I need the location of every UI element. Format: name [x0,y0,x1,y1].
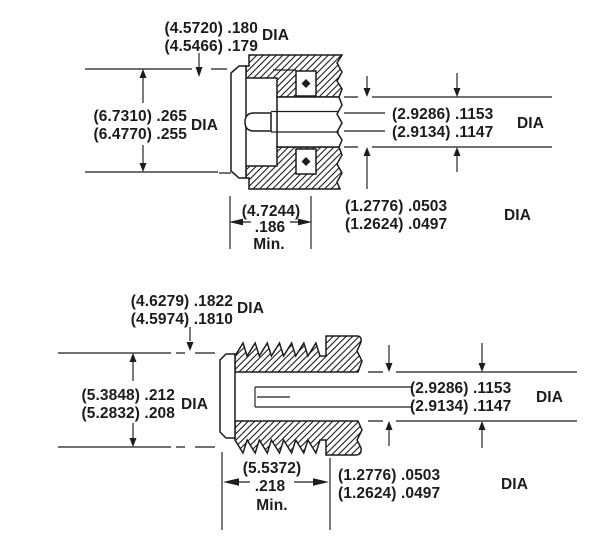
bore-arrow-shafts [366,73,458,189]
dim-left-dia-label: DIA [181,396,208,413]
bore-arrow-shafts [388,343,483,448]
arrow-left-icon [229,218,243,226]
dim-left-line1: (5.3848) .212 [81,387,175,404]
arrow-down-icon [363,88,371,97]
dim-bore-line1: (2.9286) .1153 [392,106,494,123]
dim-pin-dia-label: DIA [504,207,531,224]
arrow-up-icon [478,421,486,430]
dim-depth-inch: .186 [255,219,286,236]
dim-top-line1: (4.6279) .1822 [131,293,233,310]
arrow-right-icon [298,218,312,226]
bottom-view-dimension-lines [58,327,577,530]
top-view-labels: (4.5720) .180 (4.5466) .179 DIA (6.7310)… [93,20,544,253]
dim-bore-line2: (2.9134) .1147 [392,124,493,141]
dim-left-line1: (6.7310) .265 [93,108,187,125]
dim-bore-dia-label: DIA [536,389,563,406]
dim-top-dia-label: DIA [262,27,289,44]
plug-insulator [276,96,343,148]
bore-lines-right [344,96,552,148]
dim-pin-line1: (1.2776) .0503 [345,198,448,215]
jack-shell-lower-threaded [234,420,363,456]
dim-top-line2: (4.5974) .1810 [131,311,233,328]
depth-ext-lines [221,452,331,530]
plug-shell-lower [245,146,343,190]
ext-line-upper-left [85,68,296,71]
dim-bore-line2: (2.9134) .1147 [410,398,511,415]
dim-depth-metric: (4.7244) [242,203,301,220]
plug-gasket-lower [295,148,317,175]
arrow-down-icon [195,67,203,77]
dim-left-dia-label: DIA [191,117,218,134]
arrow-up-icon [139,69,147,78]
arrow-down-icon [385,363,393,372]
dim-pin-line2: (1.2624) .0497 [345,216,447,233]
arrow-down-icon [453,88,461,97]
gasket-seal-lower [301,157,311,166]
dim-bore-line1: (2.9286) .1153 [410,380,512,397]
dim-top-line2: (4.5466) .179 [164,38,258,55]
arrow-left-icon [223,478,239,486]
arrow-up-icon [453,147,461,156]
arrow-up-icon [363,147,371,156]
arrow-down-icon [129,438,137,447]
arrow-right-icon [313,478,329,486]
top-view-plug-drawing [230,54,344,190]
plug-shell-upper [245,54,344,98]
depth-ext-lines [229,196,312,249]
dim-pin-line2: (1.2624) .0497 [338,485,440,502]
dim-depth-qualifier: Min. [253,236,284,253]
dim-pin-dia-label: DIA [501,476,528,493]
arrow-down-icon [478,363,486,372]
arrow-up-icon [129,353,137,362]
dim-top-line1: (4.5720) .180 [164,20,258,37]
arrow-down-icon [139,163,147,172]
dim-top-dia-label: DIA [237,300,264,317]
jack-shell-upper-threaded [234,335,363,373]
dim-depth-qualifier: Min. [256,497,287,514]
jack-face [219,353,236,439]
arrow-down-icon [186,342,194,351]
dim-left-line2: (5.2832) .208 [81,405,175,422]
plug-center-pin [244,112,272,132]
plug-flange [230,65,247,179]
bore-lines-right [368,371,577,422]
plug-pin-shaft-lines [271,110,339,133]
dim-pin-line1: (1.2776) .0503 [338,467,441,484]
dim-depth-inch: .218 [255,478,286,495]
gasket-seal-upper [301,79,311,88]
dim-bore-dia-label: DIA [517,115,544,132]
bottom-view-labels: (4.6279) .1822 (4.5974) .1810 DIA (5.384… [81,293,563,514]
dim-depth-metric: (5.5372) [243,460,302,477]
ext-line-lower-left [85,171,231,174]
arrow-up-icon [385,421,393,430]
top-view-dimension-lines [85,53,552,249]
plug-gasket-upper [295,70,317,97]
jack-contact-lines [254,386,412,408]
dim-left-line2: (6.4770) .255 [93,126,187,143]
bottom-view-jack-drawing [219,335,412,456]
